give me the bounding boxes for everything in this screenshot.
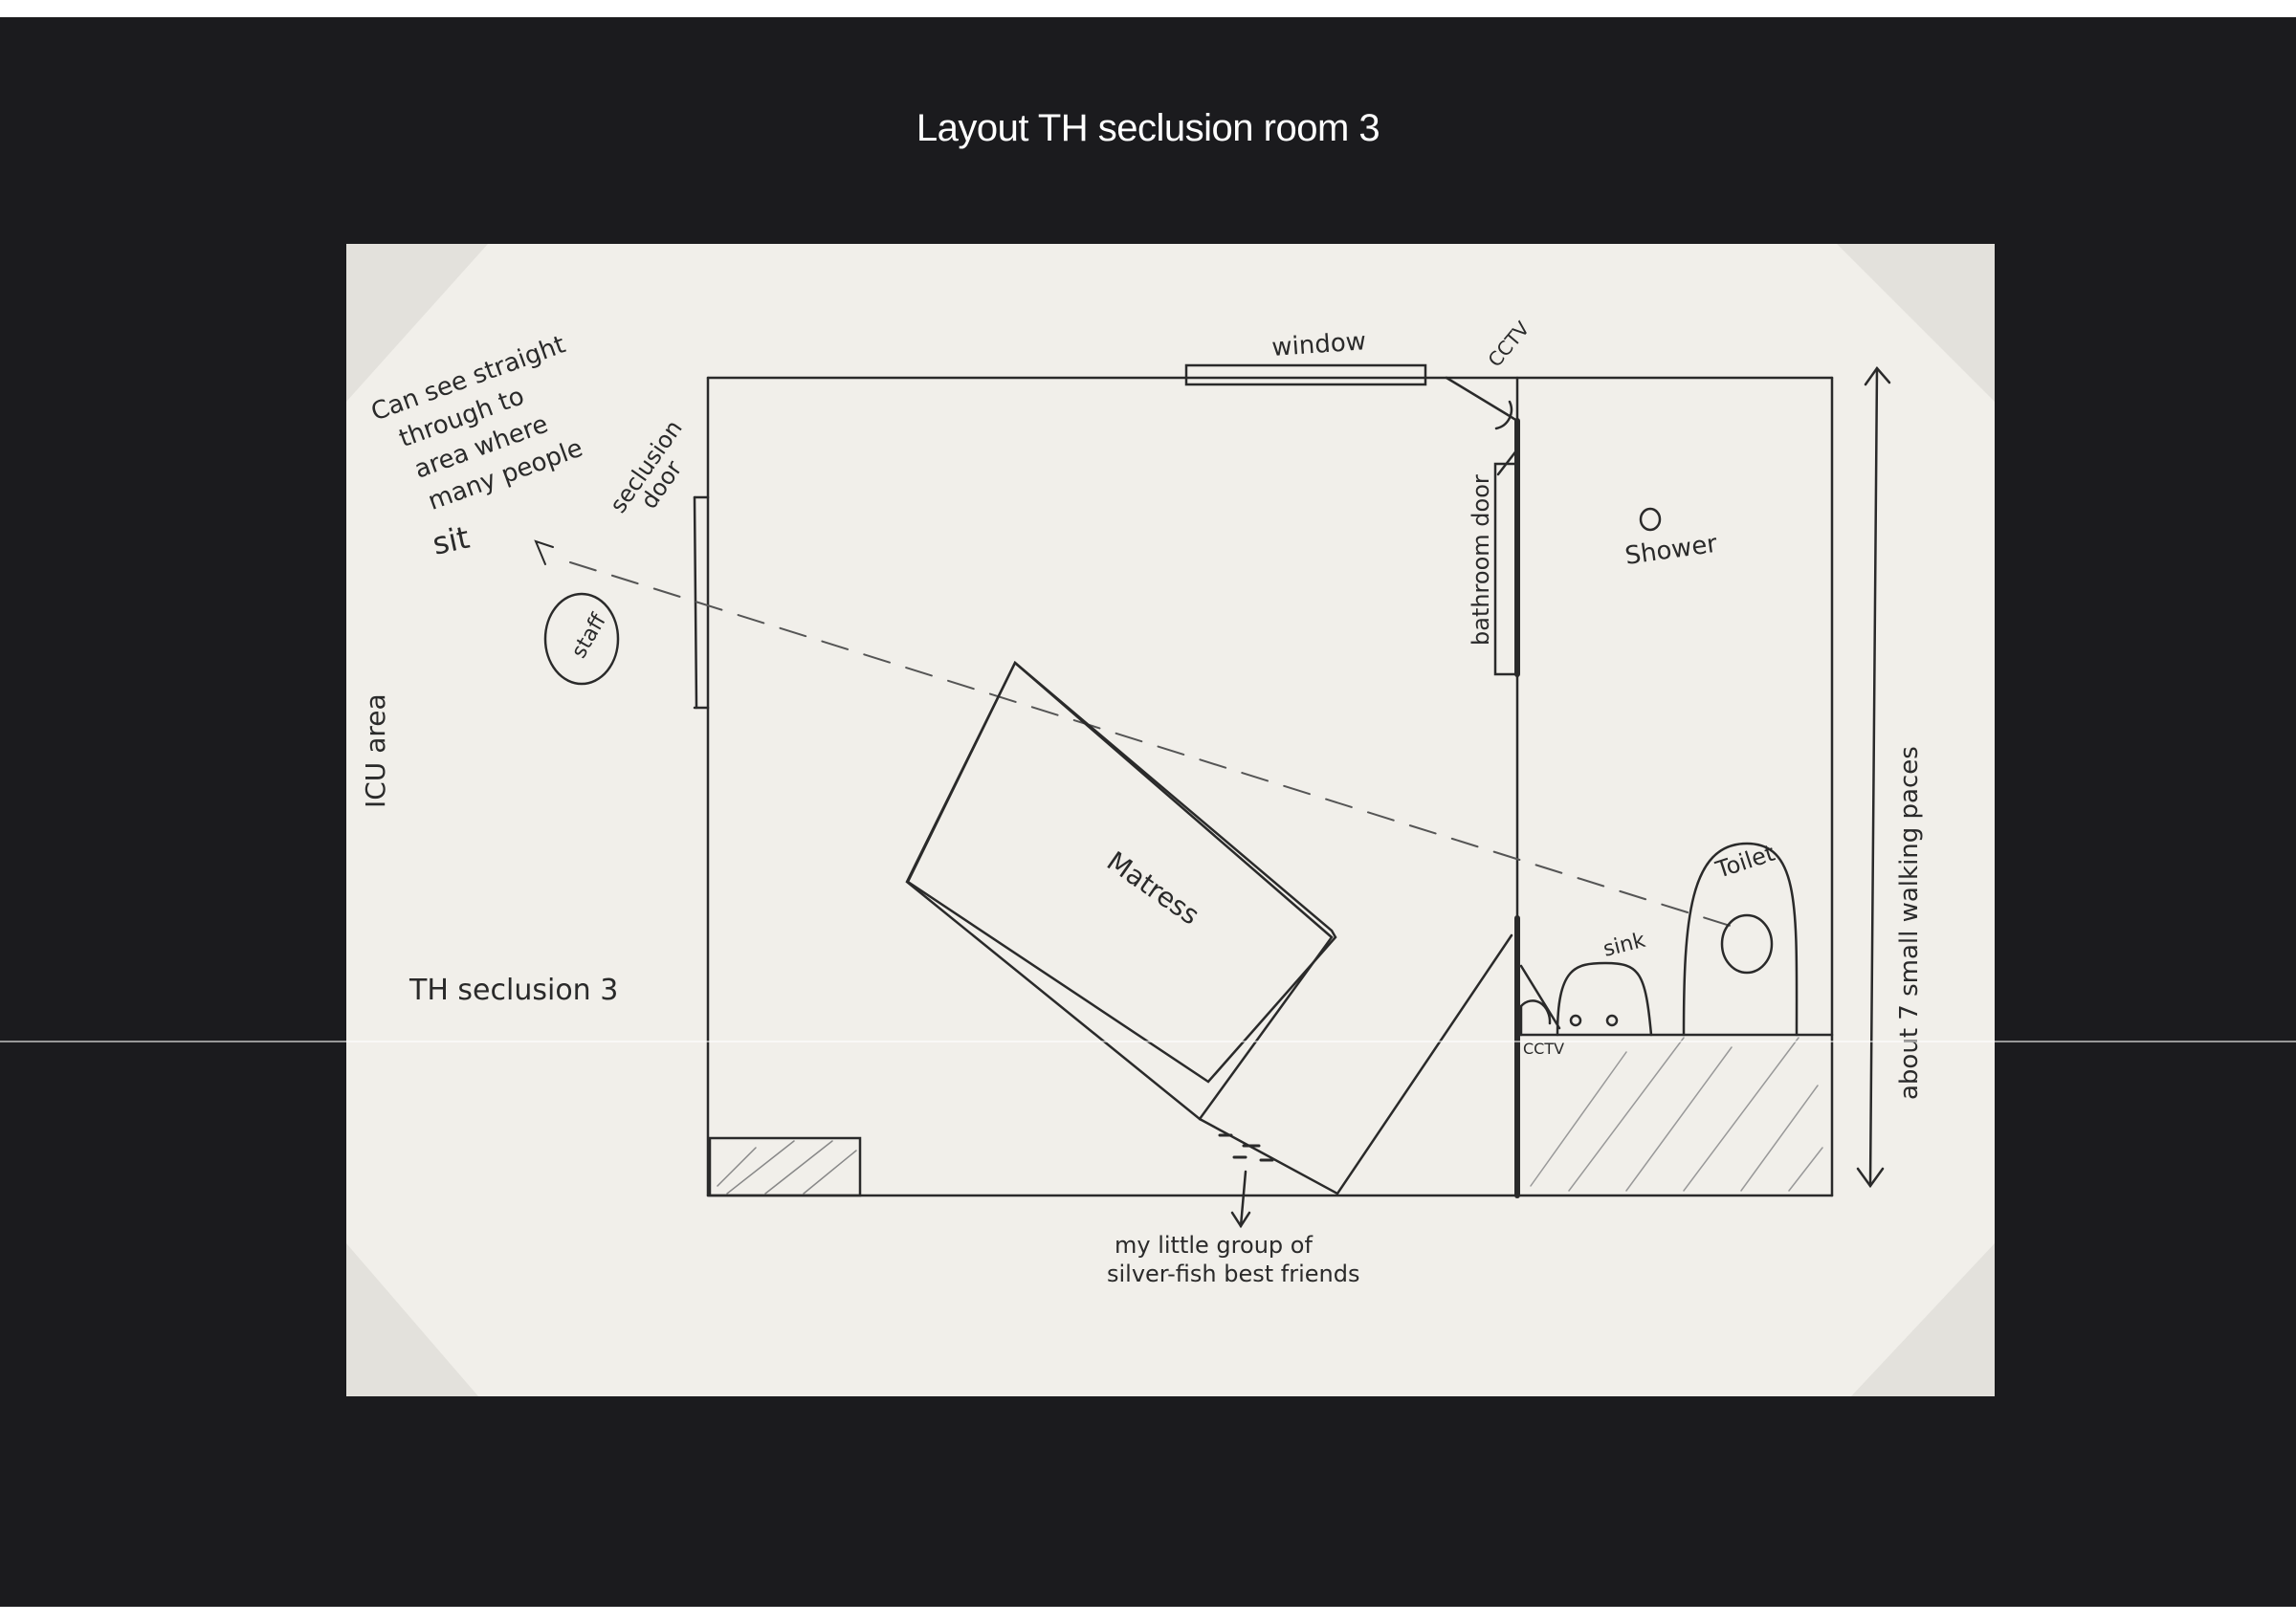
staff-marker (543, 592, 620, 686)
cctv-camera-top (1445, 376, 1519, 430)
dimension-label: about 7 small walking paces (1895, 746, 1924, 1100)
silverfish-group-icon (1218, 1133, 1274, 1162)
window (1184, 363, 1427, 386)
hatched-corner-block (708, 1136, 862, 1197)
shower-label: Shower (1623, 530, 1719, 571)
silverfish-note-line-2: silver-fish best friends (1107, 1261, 1360, 1287)
room-label: TH seclusion 3 (408, 974, 618, 1007)
mattress-label: Matress (1101, 845, 1205, 932)
bathroom-door-label: bathroom door (1468, 474, 1494, 646)
icu-area-label: ICU area (360, 693, 391, 808)
sightline-dashed (569, 561, 1737, 929)
cctv-bottom-label: CCTV (1523, 1040, 1564, 1058)
cctv-top-label: CCTV (1483, 317, 1534, 371)
toilet-label: Toilet (1711, 840, 1777, 884)
sightline-note-line-5: sit (430, 519, 473, 562)
paper-corner-folds (346, 244, 1995, 1396)
window-label: window (1270, 327, 1367, 362)
sink-label: sink (1601, 929, 1647, 962)
hatched-bathroom-block (1530, 1037, 1823, 1192)
page-title: Layout TH seclusion room 3 (916, 107, 1380, 149)
seclusion-door (693, 495, 710, 710)
sightline-arrow-icon (534, 539, 554, 565)
cctv-camera-bottom (1514, 915, 1561, 1198)
room-walls (706, 376, 1834, 1197)
silverfish-note-line-1: my little group of (1115, 1232, 1313, 1259)
scan-artifact-line (0, 1041, 2296, 1042)
bathroom-door (1493, 418, 1520, 677)
toilet (1682, 842, 1799, 1037)
dimension-arrow (1856, 365, 1891, 1189)
silverfish-pointer-arrow (1230, 1170, 1251, 1229)
shower-head (1639, 507, 1662, 532)
staff-label: staff (567, 609, 611, 662)
sink (1556, 961, 1653, 1037)
sketch-paper (346, 244, 1995, 1396)
